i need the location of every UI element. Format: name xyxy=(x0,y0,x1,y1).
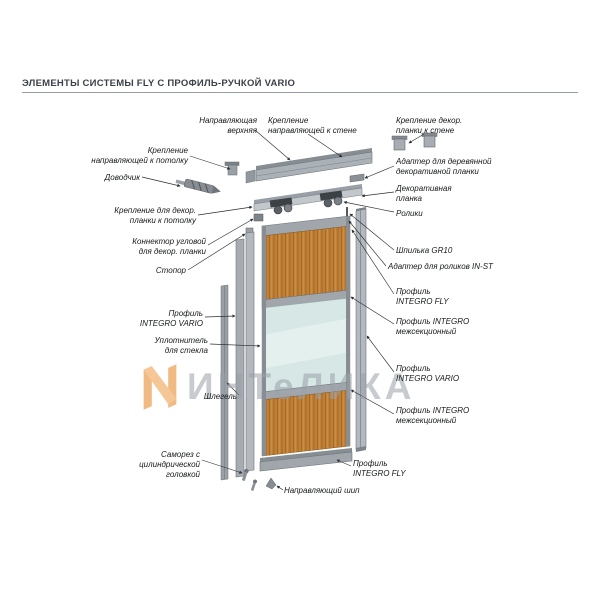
label-decor-ceiling-mount: Крепление для декор. планки к потолку xyxy=(114,206,196,225)
guide-pin-icon xyxy=(265,477,277,490)
label-profile-fly-top: Профиль INTEGRO FLY xyxy=(396,287,449,306)
rollers-icon xyxy=(269,190,348,222)
label-decor-wall-mount: Крепление декор. планки к стене xyxy=(396,116,463,135)
label-wood-decor-adapter: Адаптер для деревянной декоративной план… xyxy=(396,157,492,176)
door-panel xyxy=(261,215,351,457)
screw-icons xyxy=(241,468,258,491)
label-guide-rail-top: Направляющая верхняя xyxy=(199,116,257,135)
label-stopper: Стопор xyxy=(155,266,186,275)
soft-closer-icon xyxy=(175,178,221,194)
label-roller-adapter: Адаптер для роликов IN-ST xyxy=(388,262,493,271)
corner-connector-icon xyxy=(253,213,264,222)
page-title: ЭЛЕМЕНТЫ СИСТЕМЫ FLY С ПРОФИЛЬ-РУЧКОЙ VA… xyxy=(22,78,296,89)
label-soft-closer: Доводчик xyxy=(104,173,140,182)
bottom-profile-bar xyxy=(259,448,353,472)
label-guide-pin: Направляющий шип xyxy=(284,486,360,495)
label-screw: Саморез с цилиндрической головкой xyxy=(139,450,200,479)
vario-profile-left xyxy=(235,231,255,478)
vario-profile-right xyxy=(355,207,367,452)
label-decor-strip: Декоративная планка xyxy=(396,184,452,203)
label-rail-ceiling-mount: Крепление направляющей к потолку xyxy=(91,146,188,165)
label-profile-fly-bottom: Профиль INTEGRO FLY xyxy=(353,459,406,478)
pin-gr10-icon xyxy=(346,207,348,217)
leader-lines xyxy=(141,129,425,491)
label-glass-seal: Уплотнитель для стекла xyxy=(154,336,208,355)
schlegel-strip xyxy=(220,284,229,481)
wall-bracket-icons xyxy=(391,132,438,151)
ceiling-bracket-icon xyxy=(224,161,240,176)
label-rail-wall-mount: Крепление направляющей к стене xyxy=(268,116,357,135)
label-schlegel: Шлегель xyxy=(203,392,237,401)
label-pin-gr10: Шпилька GR10 xyxy=(396,246,453,255)
label-profile-mid-2: Профиль INTEGRO межсекционный xyxy=(396,406,470,425)
label-profile-mid-1: Профиль INTEGRO межсекционный xyxy=(396,317,470,336)
label-profile-vario-left: Профиль INTEGRO VARIO xyxy=(139,309,203,328)
label-corner-connector: Коннектор угловой для декор. планки xyxy=(132,237,206,256)
top-track xyxy=(245,148,373,184)
label-rollers: Ролики xyxy=(396,209,423,218)
title-divider xyxy=(22,92,578,93)
label-profile-vario-right: Профиль INTEGRO VARIO xyxy=(396,364,460,383)
